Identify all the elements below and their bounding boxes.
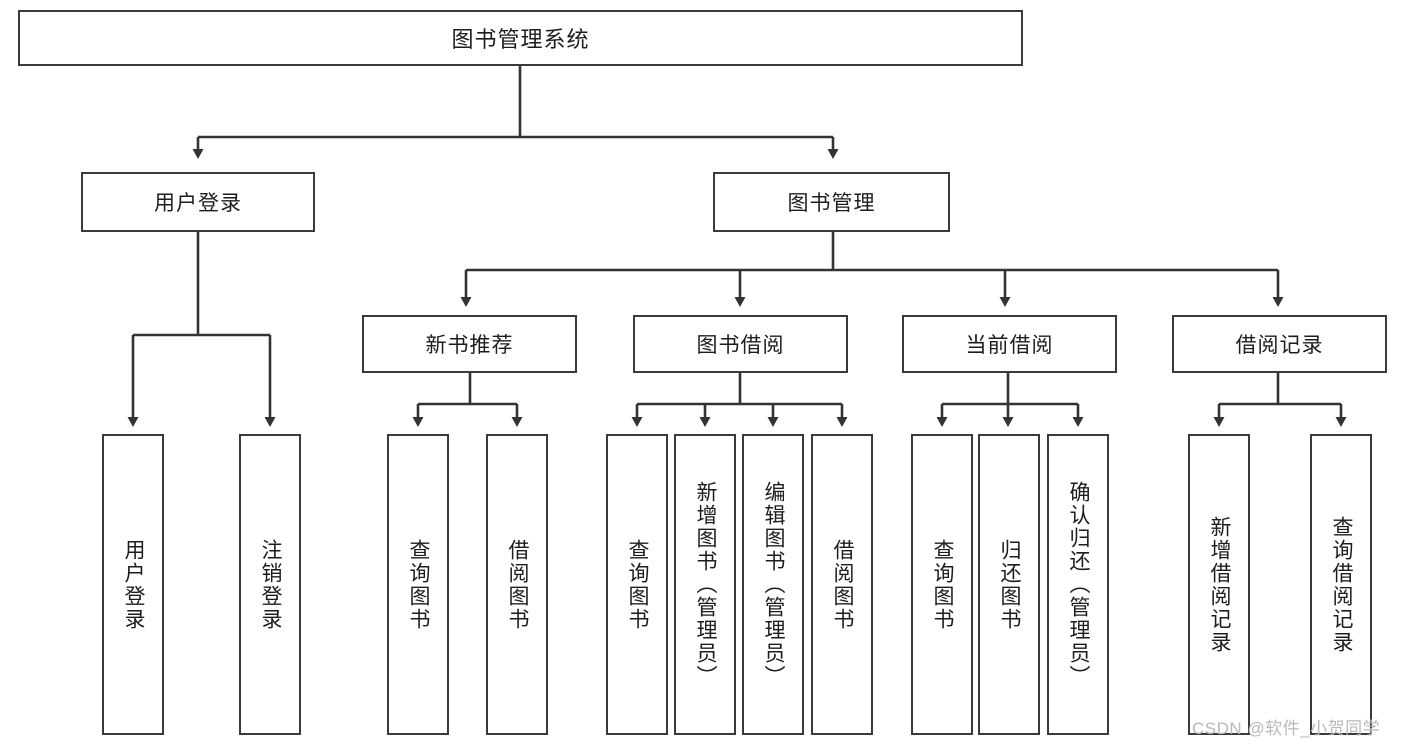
node-label: 用户登录 (154, 192, 242, 215)
node-book-borrow[interactable]: 图书借阅 (633, 315, 848, 373)
leaf-user-login-signout[interactable]: 注销登录 (239, 434, 301, 735)
node-borrow-record[interactable]: 借阅记录 (1172, 315, 1387, 373)
node-label: 新书推荐 (425, 334, 514, 357)
leaf-current-borrow-query[interactable]: 查询图书 (911, 434, 973, 735)
node-new-book-recommend[interactable]: 新书推荐 (362, 315, 577, 373)
leaf-book-borrow-query[interactable]: 查询图书 (606, 434, 668, 735)
node-root-system[interactable]: 图书管理系统 (18, 10, 1023, 66)
node-label: 查询图书 (407, 538, 431, 631)
node-label: 确认归还（管理员） (1067, 481, 1091, 688)
node-label: 图书管理 (787, 192, 876, 215)
leaf-user-login-signin[interactable]: 用户登录 (102, 434, 164, 735)
csdn-watermark: CSDN @软件_小贺同学 (1192, 719, 1381, 738)
node-label: 归还图书 (998, 538, 1022, 631)
leaf-borrow-record-query[interactable]: 查询借阅记录 (1310, 434, 1372, 735)
node-label: 图书借阅 (696, 334, 785, 357)
node-label: 编辑图书（管理员） (762, 481, 786, 688)
leaf-current-borrow-return[interactable]: 归还图书 (978, 434, 1040, 735)
leaf-new-book-borrow[interactable]: 借阅图书 (486, 434, 548, 735)
leaf-current-borrow-confirm-return[interactable]: 确认归还（管理员） (1047, 434, 1109, 735)
node-label: 当前借阅 (965, 334, 1054, 357)
node-label: 借阅图书 (831, 538, 855, 631)
node-label: 借阅图书 (506, 538, 530, 631)
node-label: 新增图书（管理员） (694, 481, 718, 688)
node-book-management[interactable]: 图书管理 (713, 172, 950, 232)
node-label: 用户登录 (122, 538, 146, 631)
node-label: 借阅记录 (1235, 334, 1324, 357)
leaf-borrow-record-add[interactable]: 新增借阅记录 (1188, 434, 1250, 735)
leaf-book-borrow-edit[interactable]: 编辑图书（管理员） (742, 434, 804, 735)
node-user-login[interactable]: 用户登录 (81, 172, 315, 232)
node-label: 注销登录 (259, 538, 283, 631)
node-label: 图书管理系统 (451, 27, 590, 52)
node-label: 查询借阅记录 (1330, 515, 1354, 654)
leaf-new-book-query[interactable]: 查询图书 (387, 434, 449, 735)
node-current-borrow[interactable]: 当前借阅 (902, 315, 1117, 373)
node-label: 查询图书 (931, 538, 955, 631)
leaf-book-borrow-add[interactable]: 新增图书（管理员） (674, 434, 736, 735)
node-label: 查询图书 (626, 538, 650, 631)
node-label: 新增借阅记录 (1208, 515, 1232, 654)
leaf-book-borrow-lend[interactable]: 借阅图书 (811, 434, 873, 735)
